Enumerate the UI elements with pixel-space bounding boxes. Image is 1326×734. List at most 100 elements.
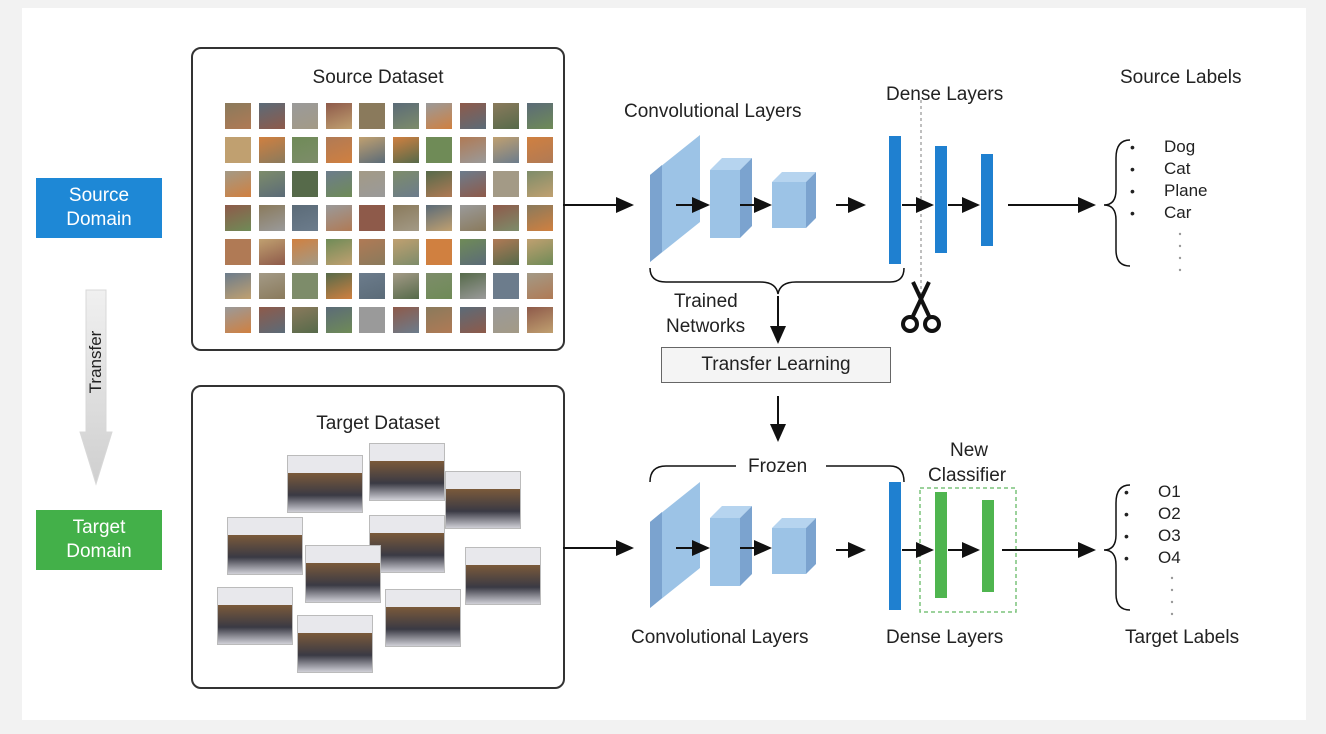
source-image-thumbnail [392,205,419,231]
source-image-thumbnail [258,103,285,129]
source-image-thumbnail [225,103,251,129]
source-image-thumbnail [392,103,419,129]
source-image-thumbnail [392,171,419,197]
source-image-thumbnail [459,239,486,265]
source-domain-line1: Source [68,185,130,206]
source-image-thumbnail [526,273,553,299]
target-image-thumbnail [287,455,363,513]
source-image-thumbnail [359,239,385,265]
target-image-thumbnail [385,589,461,647]
source-image-thumbnail [359,171,385,197]
source-image-thumbnail [459,137,486,163]
transfer-learning-label: Transfer Learning [701,354,851,375]
source-image-thumbnail [392,239,419,265]
source-image-thumbnail [526,137,553,163]
source-image-thumbnail [292,307,318,333]
source-image-thumbnail [325,273,352,299]
source-image-thumbnail [493,307,519,333]
source-image-thumbnail [426,103,452,129]
bottom-dense-label: Dense Layers [886,627,1004,648]
source-dataset-box: Source Dataset [191,47,565,351]
source-domain-line2: Domain [66,209,132,230]
transfer-learning-box: Transfer Learning [661,347,891,383]
target-domain-line1: Target [72,517,126,538]
source-image-thumbnail [225,307,251,333]
source-image-thumbnail [459,103,486,129]
source-image-thumbnail [258,205,285,231]
source-label-item: Plane [1130,180,1207,202]
top-dense-label: Dense Layers [886,84,1004,105]
source-image-thumbnail [325,103,352,129]
source-image-thumbnail [225,205,251,231]
source-image-thumbnail [258,171,285,197]
source-image-thumbnail [426,307,452,333]
source-image-thumbnail [225,137,251,163]
target-domain-line2: Domain [66,541,132,562]
target-label-item: O2 [1124,503,1181,525]
conv-layer-3-bottom [772,518,816,574]
source-image-thumbnail [258,307,285,333]
source-image-thumbnail [526,239,553,265]
frozen-brace-left [649,465,736,483]
source-image-thumbnail [392,273,419,299]
conv-layer-3-top [772,172,816,228]
source-image-thumbnail [359,137,385,163]
source-image-thumbnail [493,239,519,265]
dense-layer-3-top [981,154,993,246]
target-image-thumbnail [369,443,445,501]
scissors-icon [901,281,941,333]
source-image-thumbnail [526,205,553,231]
source-image-thumbnail [359,205,385,231]
target-dataset-title: Target Dataset [316,413,440,434]
conv-layer-1-top [650,135,700,262]
target-labels-title: Target Labels [1125,627,1240,648]
target-image-thumbnail [217,587,293,645]
source-image-thumbnail [325,307,352,333]
dense-layer-1-top [889,136,901,264]
source-image-thumbnail [526,171,553,197]
source-image-thumbnail [359,273,385,299]
source-image-thumbnail [426,137,452,163]
frozen-label: Frozen [748,456,808,477]
trained-networks-line2: Networks [666,316,746,337]
trained-networks-line1: Trained [674,291,738,312]
bottom-conv-label: Convolutional Layers [631,627,809,648]
dense-layer-3-bottom [982,500,994,592]
new-classifier-line1: New [950,440,989,461]
source-image-thumbnail [493,171,519,197]
dense-layer-2-bottom [935,492,947,598]
conv-layer-2-bottom [710,506,752,586]
source-image-thumbnail [325,205,352,231]
source-image-thumbnail [459,171,486,197]
dense-layer-1-bottom [889,482,901,610]
source-image-thumbnail [493,103,519,129]
source-image-thumbnail [292,205,318,231]
new-classifier-line2: Classifier [928,465,1007,486]
source-dataset-title: Source Dataset [312,67,444,88]
source-image-thumbnail [493,137,519,163]
target-domain-box: Target Domain [36,510,162,570]
source-image-thumbnail [459,205,486,231]
source-image-thumbnail [292,239,318,265]
source-domain-box: Source Domain [36,178,162,238]
source-image-thumbnail [225,171,251,197]
source-image-thumbnail [426,273,452,299]
target-image-thumbnail [297,615,373,673]
source-image-thumbnail [258,239,285,265]
top-conv-label: Convolutional Layers [624,101,802,122]
source-image-thumbnail [426,171,452,197]
source-image-thumbnail [325,137,352,163]
source-image-thumbnail [526,307,553,333]
target-labels-list: O1O2O3O4 [1124,481,1181,569]
target-image-thumbnail [445,471,521,529]
source-labels-brace-icon [1103,139,1131,267]
target-label-item: O4 [1124,547,1181,569]
source-image-thumbnail [426,239,452,265]
frozen-brace-right [826,465,905,483]
target-label-item: O3 [1124,525,1181,547]
source-image-thumbnail [392,307,419,333]
source-image-thumbnail [258,137,285,163]
source-image-thumbnail [258,273,285,299]
